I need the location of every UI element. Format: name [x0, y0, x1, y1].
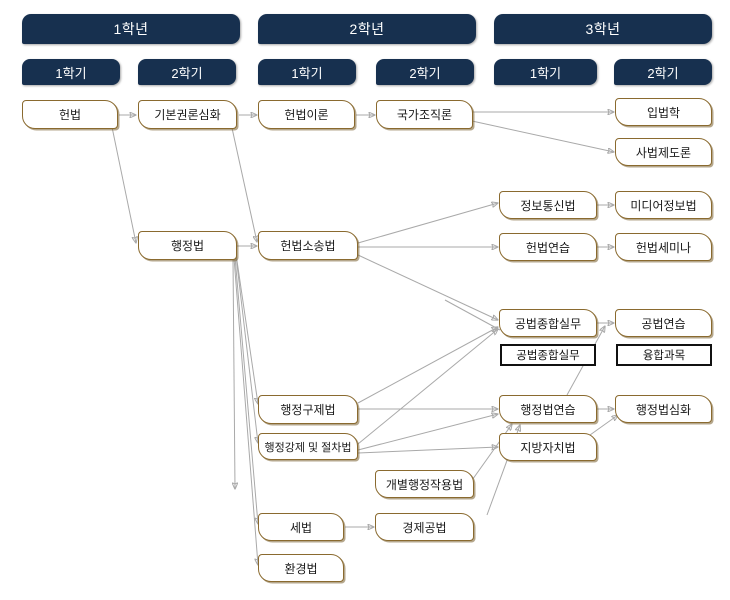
course-box-haengjeonggujebeop[interactable]: 행정구제법: [258, 395, 358, 424]
course-box-haengjeongbeop[interactable]: 행정법: [138, 231, 237, 260]
course-label: 공법연습: [641, 316, 686, 331]
course-label: 지방자치법: [520, 440, 576, 455]
course-box-heonbeop[interactable]: 헌법: [22, 100, 118, 129]
semester-header-y2s2: 2학기: [376, 59, 474, 85]
course-label: 행정법: [170, 239, 205, 253]
course-label: 세법: [289, 520, 313, 535]
course-box-jeongbotongsinbeop[interactable]: 정보통신법: [499, 191, 597, 219]
course-box-heonbeopiron[interactable]: 헌법이론: [258, 100, 355, 129]
special-box-gongbeopjonghapsilmu[interactable]: 공법종합실무: [500, 344, 596, 366]
year-header-3: 3학년: [494, 14, 712, 44]
course-box-ipbeophak[interactable]: 입법학: [615, 98, 712, 126]
course-box-heonbeopsemina[interactable]: 헌법세미나: [615, 233, 712, 261]
course-box-haengjeongbeopsimhwa[interactable]: 행정법심화: [615, 395, 712, 423]
course-label: 사법제도론: [635, 145, 692, 160]
course-label: 헌법세미나: [635, 240, 692, 255]
course-label: 공법종합실무: [514, 316, 582, 331]
course-label: 미디어정보법: [630, 198, 697, 213]
course-box-heonbeopyeonseup[interactable]: 헌법연습: [499, 233, 597, 261]
course-label: 기본권론심화: [154, 108, 221, 122]
course-label: 경제공법: [402, 520, 447, 535]
year-header-1: 1학년: [22, 14, 240, 44]
semester-header-y1s2-label: 2학기: [171, 65, 203, 81]
semester-header-y3s2: 2학기: [614, 59, 712, 85]
semester-header-y1s1-label: 1학기: [55, 65, 87, 81]
special-box-label: 공법종합실무: [516, 350, 580, 362]
course-label: 개별행정작용법: [385, 477, 464, 492]
course-label: 헌법연습: [525, 240, 571, 255]
semester-header-y2s1: 1학기: [258, 59, 356, 85]
course-label: 행정법연습: [520, 402, 576, 417]
course-label: 헌법소송법: [280, 239, 336, 253]
course-label: 정보통신법: [520, 198, 576, 213]
year-header-2: 2학년: [258, 14, 476, 44]
semester-header-y1s1: 1학기: [22, 59, 120, 85]
semester-header-y3s2-label: 2학기: [647, 65, 679, 81]
course-box-gongbeopjonghapsilmu[interactable]: 공법종합실무: [499, 309, 597, 337]
course-box-gongbeopyeonseup[interactable]: 공법연습: [615, 309, 712, 337]
course-box-haengjeonggangje[interactable]: 행정강제 및 절차법: [258, 433, 358, 460]
course-label: 환경법: [284, 561, 318, 576]
course-box-jibangjachibeop[interactable]: 지방자치법: [499, 433, 597, 461]
special-box-label: 융합과목: [642, 350, 686, 362]
year-header-1-label: 1학년: [113, 21, 149, 37]
course-label: 행정법심화: [635, 402, 692, 417]
course-box-gukgajojikron[interactable]: 국가조직론: [376, 100, 473, 129]
course-box-hwangyeongbeop[interactable]: 환경법: [258, 554, 344, 582]
course-box-gaebyeolhaengjeongjagyongbeop[interactable]: 개별행정작용법: [375, 470, 474, 498]
year-header-3-label: 3학년: [585, 21, 621, 37]
course-box-midieojeongbobeop[interactable]: 미디어정보법: [615, 191, 712, 219]
course-label: 행정구제법: [280, 403, 336, 417]
course-label: 입법학: [646, 105, 681, 120]
course-label: 행정강제 및 절차법: [264, 441, 352, 454]
semester-header-y2s1-label: 1학기: [291, 65, 323, 81]
course-box-gyeongjegongbeop[interactable]: 경제공법: [375, 513, 474, 541]
course-box-heonbeopsosongbeop[interactable]: 헌법소송법: [258, 231, 358, 260]
semester-header-y3s1-label: 1학기: [529, 65, 562, 81]
course-box-haengjeongbeopyeonseup[interactable]: 행정법연습: [499, 395, 597, 423]
semester-header-y3s1: 1학기: [494, 59, 597, 85]
course-box-gibongwonronsimhwa[interactable]: 기본권론심화: [138, 100, 237, 129]
course-label: 국가조직론: [396, 108, 453, 122]
semester-header-y1s2: 2학기: [138, 59, 236, 85]
special-box-yunghapgwamok[interactable]: 융합과목: [616, 344, 712, 366]
course-box-sabeopjedoron[interactable]: 사법제도론: [615, 138, 712, 166]
year-header-2-label: 2학년: [349, 21, 385, 37]
course-label: 헌법이론: [284, 108, 329, 122]
semester-header-y2s2-label: 2학기: [409, 65, 441, 81]
course-label: 헌법: [58, 108, 82, 122]
course-box-sebeop[interactable]: 세법: [258, 513, 344, 541]
